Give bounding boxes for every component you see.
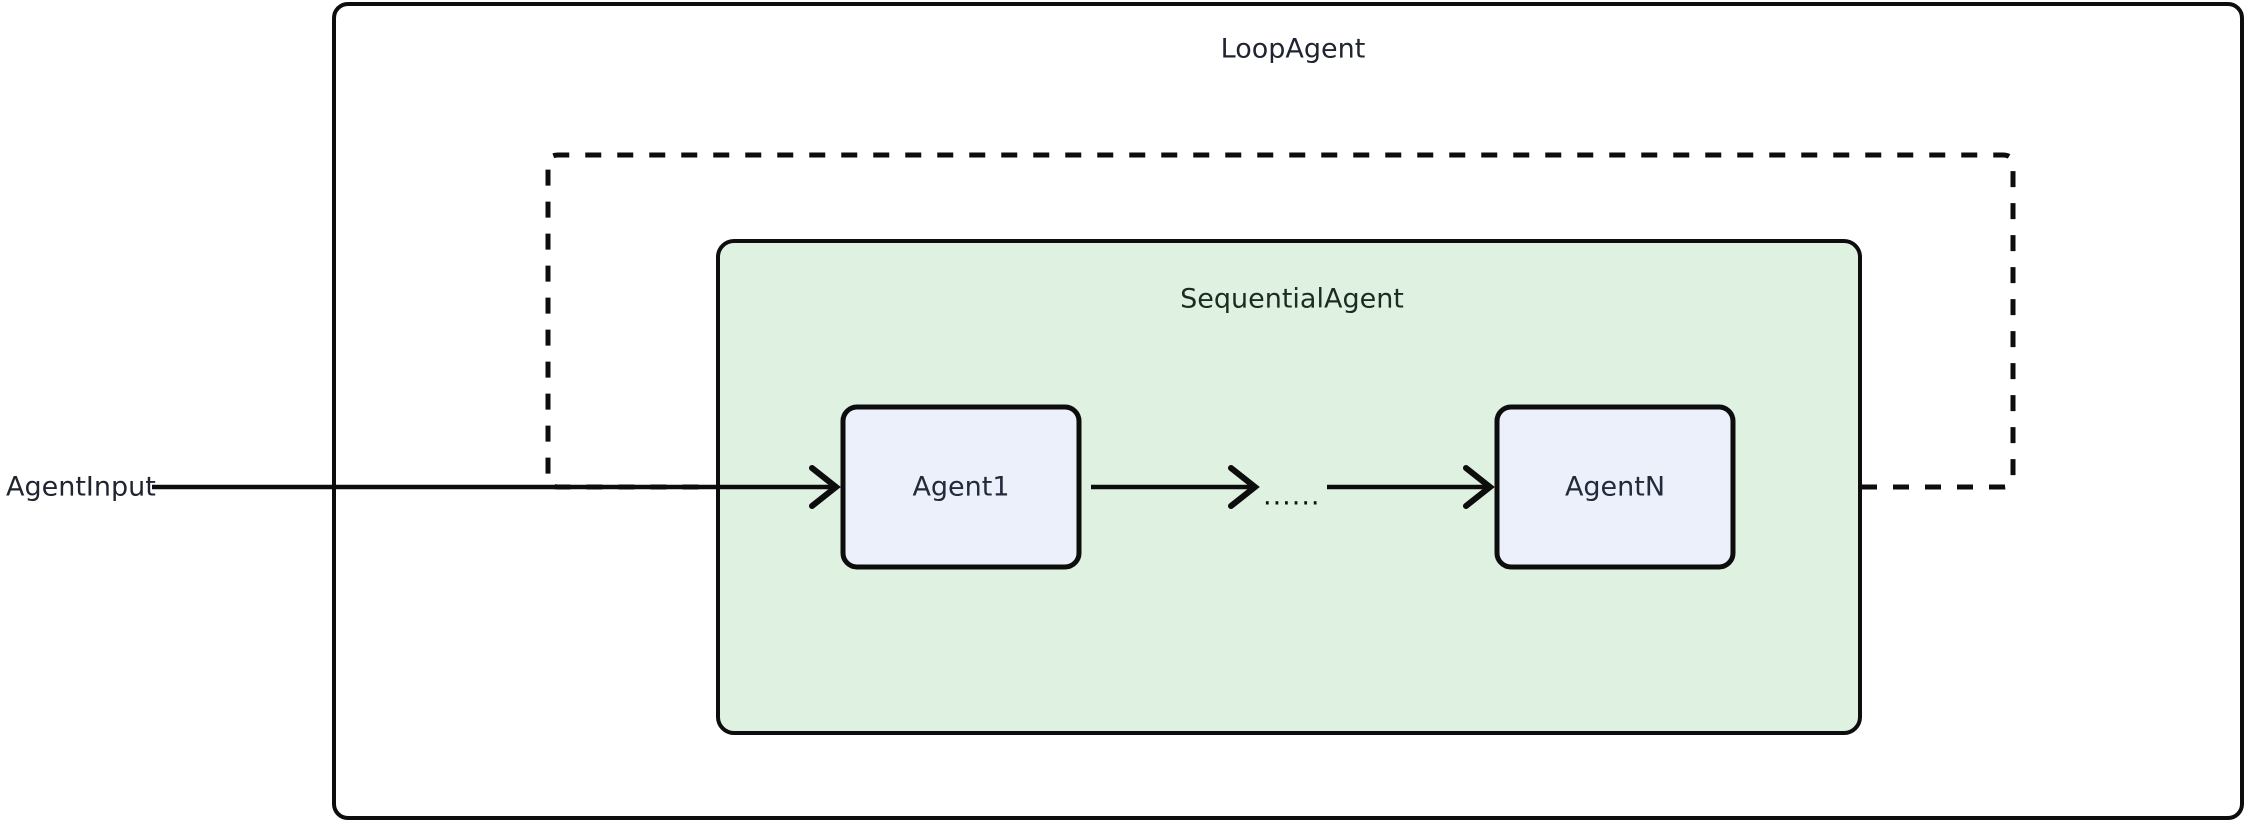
agent1-node[interactable]: [840, 404, 1082, 570]
agent1-label: Agent1: [912, 472, 1009, 503]
agentn-label: AgentN: [1565, 472, 1665, 503]
ellipsis-to-agentn-arrowhead: [1463, 465, 1495, 509]
ellipsis-node: ......: [1263, 481, 1321, 512]
agent1-to-ellipsis-arrowhead: [1228, 465, 1260, 509]
sequential-agent-title: SequentialAgent: [1180, 284, 1404, 315]
input-to-agent1-arrowhead: [809, 465, 841, 509]
agent-input-label: AgentInput: [6, 472, 156, 503]
agentn-node[interactable]: [1494, 404, 1736, 570]
loop-agent-title: LoopAgent: [1221, 34, 1366, 65]
